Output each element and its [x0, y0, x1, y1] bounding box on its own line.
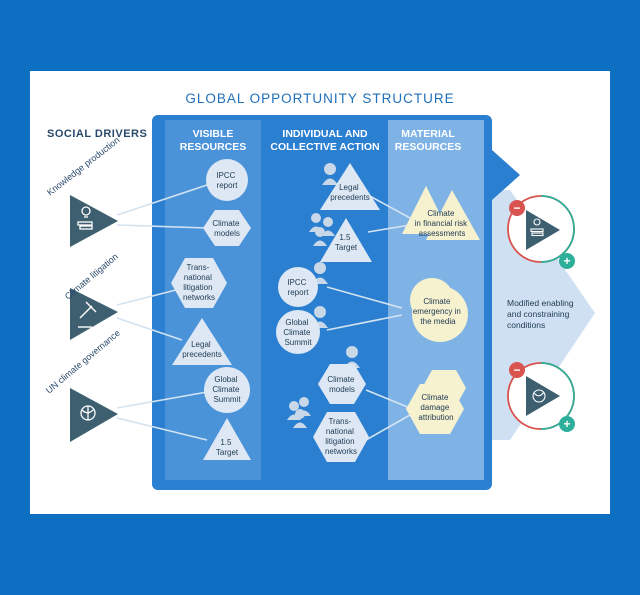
connector-lines — [116, 184, 411, 441]
svg-text:Climate in financial ris: Climate in financial risk assessments — [415, 209, 470, 238]
svg-text:1.5 Target: 1.5 Target — [335, 233, 358, 252]
svg-text:Climate emergency in: Climate emergency in the media — [413, 297, 463, 326]
svg-text:Climate models: Climate models — [212, 219, 241, 238]
plus-badge — [559, 253, 575, 269]
visible-heading-2: RESOURCES — [180, 141, 247, 153]
feedback-cycle-governance: − + — [507, 362, 575, 432]
feedback-cycle-knowledge: − + — [507, 195, 575, 269]
svg-text:Legal precedents: Legal precedents — [330, 183, 370, 202]
minus-badge — [509, 200, 525, 216]
action-node-climate-models: Climate models — [318, 346, 366, 404]
gavel-icon — [78, 301, 97, 328]
svg-text:Legal precedents: Legal precedents — [182, 340, 222, 359]
visible-node-1-5-target: 1.5 Target — [203, 418, 251, 460]
visible-heading-1: VISIBLE — [193, 128, 234, 140]
visible-node-ipcc-report: IPCC report — [206, 159, 248, 201]
action-node-1-5-target: 1.5 Target — [309, 213, 372, 262]
driver-knowledge: Knowledge production — [45, 135, 121, 247]
outcome-arrow — [470, 190, 595, 440]
svg-text:Trans- national li: Trans- national litigation networks — [183, 263, 215, 302]
material-node-damage-attribution: Climate damage attribution — [406, 370, 466, 434]
material-heading-1: MATERIAL — [401, 128, 455, 140]
material-node-media: Climate emergency in the media — [410, 278, 468, 342]
svg-text:Trans- national li: Trans- national litigation networks — [325, 417, 357, 456]
action-node-global-climate-summit: Global Climate Summit — [276, 306, 328, 354]
svg-text:Climate models: Climate models — [327, 375, 356, 394]
svg-text:+: + — [563, 417, 570, 431]
individual-heading-2: COLLECTIVE ACTION — [270, 141, 379, 153]
action-node-ipcc-report: IPCC report — [278, 262, 328, 307]
driver-governance: UN climate governance — [44, 328, 122, 442]
driver-litigation: Climate litigation — [63, 251, 120, 340]
svg-text:IPCC report: IPCC report — [216, 171, 238, 190]
panel-arrow-tip — [492, 150, 520, 200]
minus-badge — [509, 362, 525, 378]
individual-heading-1: INDIVIDUAL AND — [282, 128, 368, 140]
lightbulb-books-icon — [530, 218, 544, 237]
globe-icon — [80, 405, 96, 421]
action-node-legal-precedents: Legal precedents — [320, 163, 380, 210]
svg-text:IPCC report: IPCC report — [287, 278, 309, 297]
driver-label-knowledge: Knowledge production — [45, 135, 121, 198]
outcome-text: Modified enabling and constraining condi… — [507, 298, 576, 330]
globe-icon — [532, 389, 546, 403]
svg-text:Climate damage att: Climate damage attribution — [418, 393, 453, 422]
driver-label-governance: UN climate governance — [44, 328, 122, 396]
social-drivers-heading: SOCIAL DRIVERS — [47, 128, 147, 140]
visible-node-transnational-networks: Trans- national litigation networks — [171, 258, 227, 308]
svg-text:Global Climate Sum: Global Climate Summit — [283, 318, 312, 347]
svg-text:−: − — [513, 201, 520, 215]
visible-node-legal-precedents: Legal precedents — [172, 318, 232, 365]
visible-node-global-climate-summit: Global Climate Summit — [204, 367, 250, 413]
visible-node-climate-models: Climate models — [203, 210, 251, 246]
material-heading-2: RESOURCES — [395, 141, 462, 153]
plus-badge — [559, 416, 575, 432]
svg-text:−: − — [513, 363, 520, 377]
material-node-financial-risk: Climate in financial risk assessments — [402, 186, 480, 240]
people-group-icon — [287, 397, 311, 428]
people-group-icon — [309, 213, 335, 246]
svg-text:1.5 Target: 1.5 Target — [216, 438, 239, 457]
driver-label-litigation: Climate litigation — [63, 251, 120, 301]
svg-text:Global Climate Sum: Global Climate Summit — [212, 375, 241, 404]
person-icon — [322, 163, 338, 185]
diagram-title: GLOBAL OPPORTUNITY STRUCTURE — [185, 91, 454, 106]
lightbulb-books-icon — [77, 206, 93, 230]
action-node-transnational-networks: Trans- national litigation networks — [287, 397, 369, 462]
svg-text:+: + — [563, 254, 570, 268]
